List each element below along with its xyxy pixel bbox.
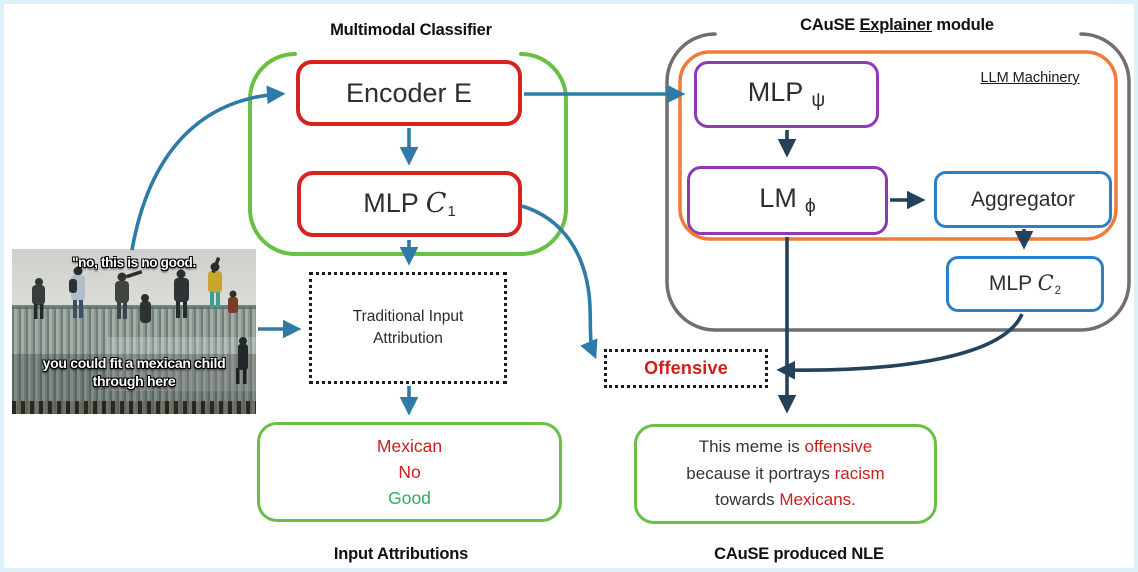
mlp-c1-label: MLP C1 [363, 188, 455, 220]
multimodal-classifier-title: Multimodal Classifier [330, 21, 492, 39]
meme-chainlink-fence [107, 337, 256, 391]
arrow-mlp-c1-to-offensive [521, 204, 598, 360]
aggregator-box: Aggregator [934, 171, 1112, 228]
mlp-c1-box: MLP C1 [297, 171, 522, 237]
meme-image: "no, this is no good. you could fit a me… [12, 249, 256, 414]
cause-explainer-title: CAuSE Explainer module [747, 16, 1047, 35]
lm-phi-label: LM ϕ [759, 183, 815, 219]
llm-machinery-label: LLM Machinery [980, 70, 1080, 86]
mlp-psi-label: MLP ψ [748, 77, 825, 113]
mlp-psi-box: MLP ψ [694, 61, 879, 128]
input-attributions-box: Mexican No Good [257, 422, 562, 522]
nle-l2-normal: because it portrays [686, 463, 835, 483]
nle-l3-normal: towards [715, 490, 780, 510]
meme-fence [12, 307, 256, 414]
meme-bottom-line1: you could fit a mexican child [42, 355, 226, 371]
meme-people-silhouettes [32, 257, 248, 384]
arrow-image-to-encoder [130, 85, 286, 251]
mlp-psi-main: MLP [747, 76, 804, 107]
traditional-attribution-label: Traditional Input Attribution [353, 306, 464, 351]
mlp-psi-subscript: ψ [811, 89, 826, 112]
mlp-c2-subscript: 2 [1054, 284, 1062, 297]
input-attributions-caption: Input Attributions [333, 545, 469, 563]
encoder-label: Encoder E [345, 77, 473, 108]
offensive-label: Offensive [644, 358, 728, 378]
nle-l2-red: racism [834, 463, 885, 483]
offensive-box: Offensive [604, 349, 768, 388]
meme-crowd [12, 401, 256, 414]
mlp-c2-box: MLP C2 [946, 256, 1104, 312]
cause-title-suffix: module [931, 16, 994, 34]
lm-phi-box: LM ϕ [687, 166, 888, 235]
aggregator-label: Aggregator [971, 187, 1075, 211]
arrow-mlp-c2-to-offensive [776, 313, 1024, 380]
cause-title-explainer: Explainer [859, 16, 932, 34]
encoder-box: Encoder E [296, 60, 522, 126]
meme-top-text: "no, this is no good. [72, 255, 196, 270]
mlp-c2-script-c: C [1037, 271, 1054, 296]
attribution-word-mexican: Mexican [376, 435, 443, 456]
cause-title-prefix: CAuSE [800, 16, 860, 34]
nle-l1-normal: This meme is [698, 437, 805, 457]
lm-phi-main: LM [759, 182, 797, 213]
lm-phi-subscript: ϕ [804, 195, 816, 218]
meme-bottom-line2: through here [92, 373, 176, 390]
traditional-attribution-line1: Traditional Input [352, 307, 464, 325]
attribution-word-no: No [398, 461, 421, 482]
mlp-c1-main: MLP [363, 187, 426, 218]
meme-bottom-text: you could fit a mexican child through her… [12, 354, 256, 390]
nle-caption: CAuSE produced NLE [714, 545, 884, 563]
mlp-c2-label: MLP C2 [989, 271, 1061, 296]
mlp-c2-main: MLP [988, 272, 1038, 296]
nle-l1-red: offensive [804, 437, 873, 457]
mlp-c1-script-c: C [425, 187, 447, 219]
traditional-attribution-line2: Attribution [373, 330, 443, 347]
attribution-word-good: Good [388, 488, 431, 509]
meme-fence-rail [12, 305, 256, 309]
traditional-attribution-box: Traditional Input Attribution [309, 272, 507, 384]
nle-l3-red: Mexicans. [779, 490, 856, 510]
nle-text: This meme is offensive because it portra… [686, 434, 884, 513]
mlp-c1-subscript: 1 [447, 204, 456, 221]
nle-box: This meme is offensive because it portra… [634, 424, 937, 524]
